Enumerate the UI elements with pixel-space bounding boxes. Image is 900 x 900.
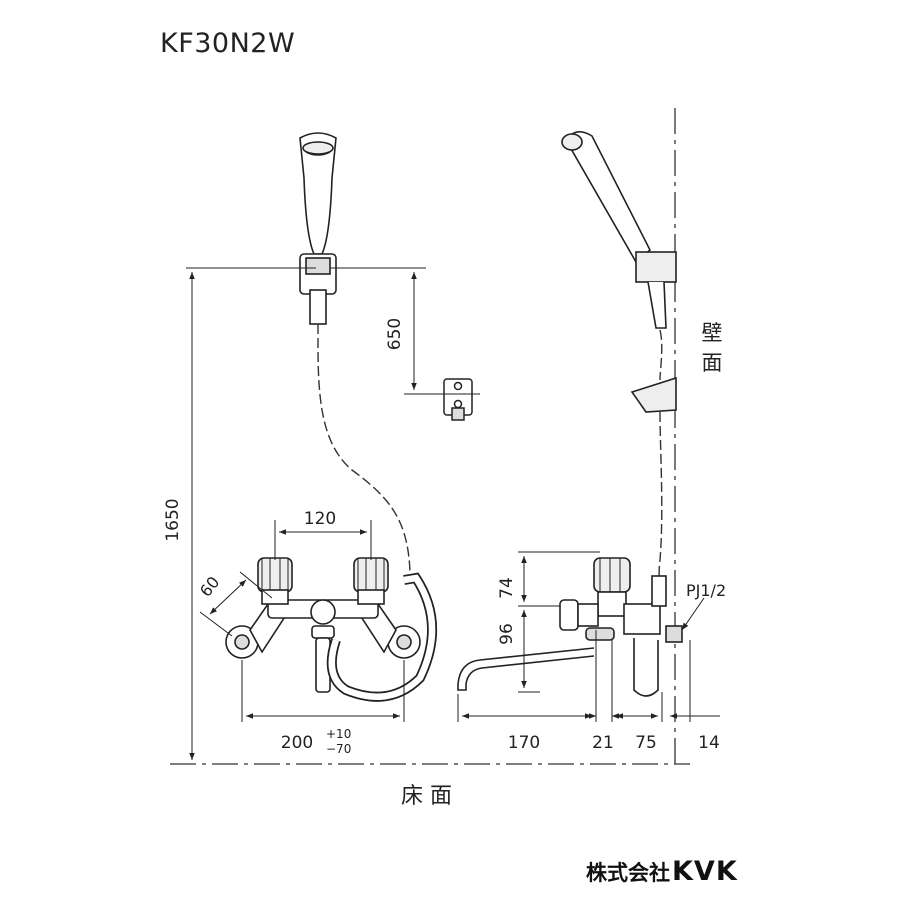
shower-head-front — [299, 132, 337, 255]
mixer-side — [457, 557, 683, 697]
pipe-thread-label: PJ1/2 — [686, 581, 726, 600]
hose-front — [317, 323, 411, 573]
dim-1650: 1650 — [163, 498, 183, 541]
brand-logo: 株式会社KVK — [586, 856, 738, 887]
dim-120: 120 — [304, 509, 336, 529]
hook-holder-front — [299, 253, 337, 325]
dim-tol-minus: −70 — [326, 742, 351, 756]
dim-650: 650 — [385, 318, 405, 350]
dim-75: 75 — [635, 733, 657, 753]
mixer-front — [225, 557, 438, 702]
hose-side-top — [659, 329, 663, 381]
wall-label: 壁 面 — [700, 318, 724, 378]
floor-label: 床 面 — [401, 784, 452, 809]
brand-prefix: 株式会社 — [586, 861, 670, 885]
dim-96: 96 — [497, 623, 517, 645]
wall-hook-side — [630, 376, 677, 413]
dim-21: 21 — [592, 733, 614, 753]
wall-label-text: 壁 面 — [701, 321, 723, 375]
wall-hook — [443, 378, 473, 421]
dim-170: 170 — [508, 733, 540, 753]
dim-200: 200 — [281, 733, 313, 753]
dim-tol-plus: +10 — [326, 727, 351, 741]
hose-side — [658, 411, 663, 593]
dim-60: 60 — [196, 573, 224, 601]
dim-74: 74 — [497, 577, 517, 599]
model-title: KF30N2W — [160, 28, 296, 59]
brand-mark: KVK — [672, 856, 738, 887]
shower-head-side — [561, 131, 677, 329]
dimension-lines — [186, 267, 720, 760]
dim-14: 14 — [698, 733, 720, 753]
